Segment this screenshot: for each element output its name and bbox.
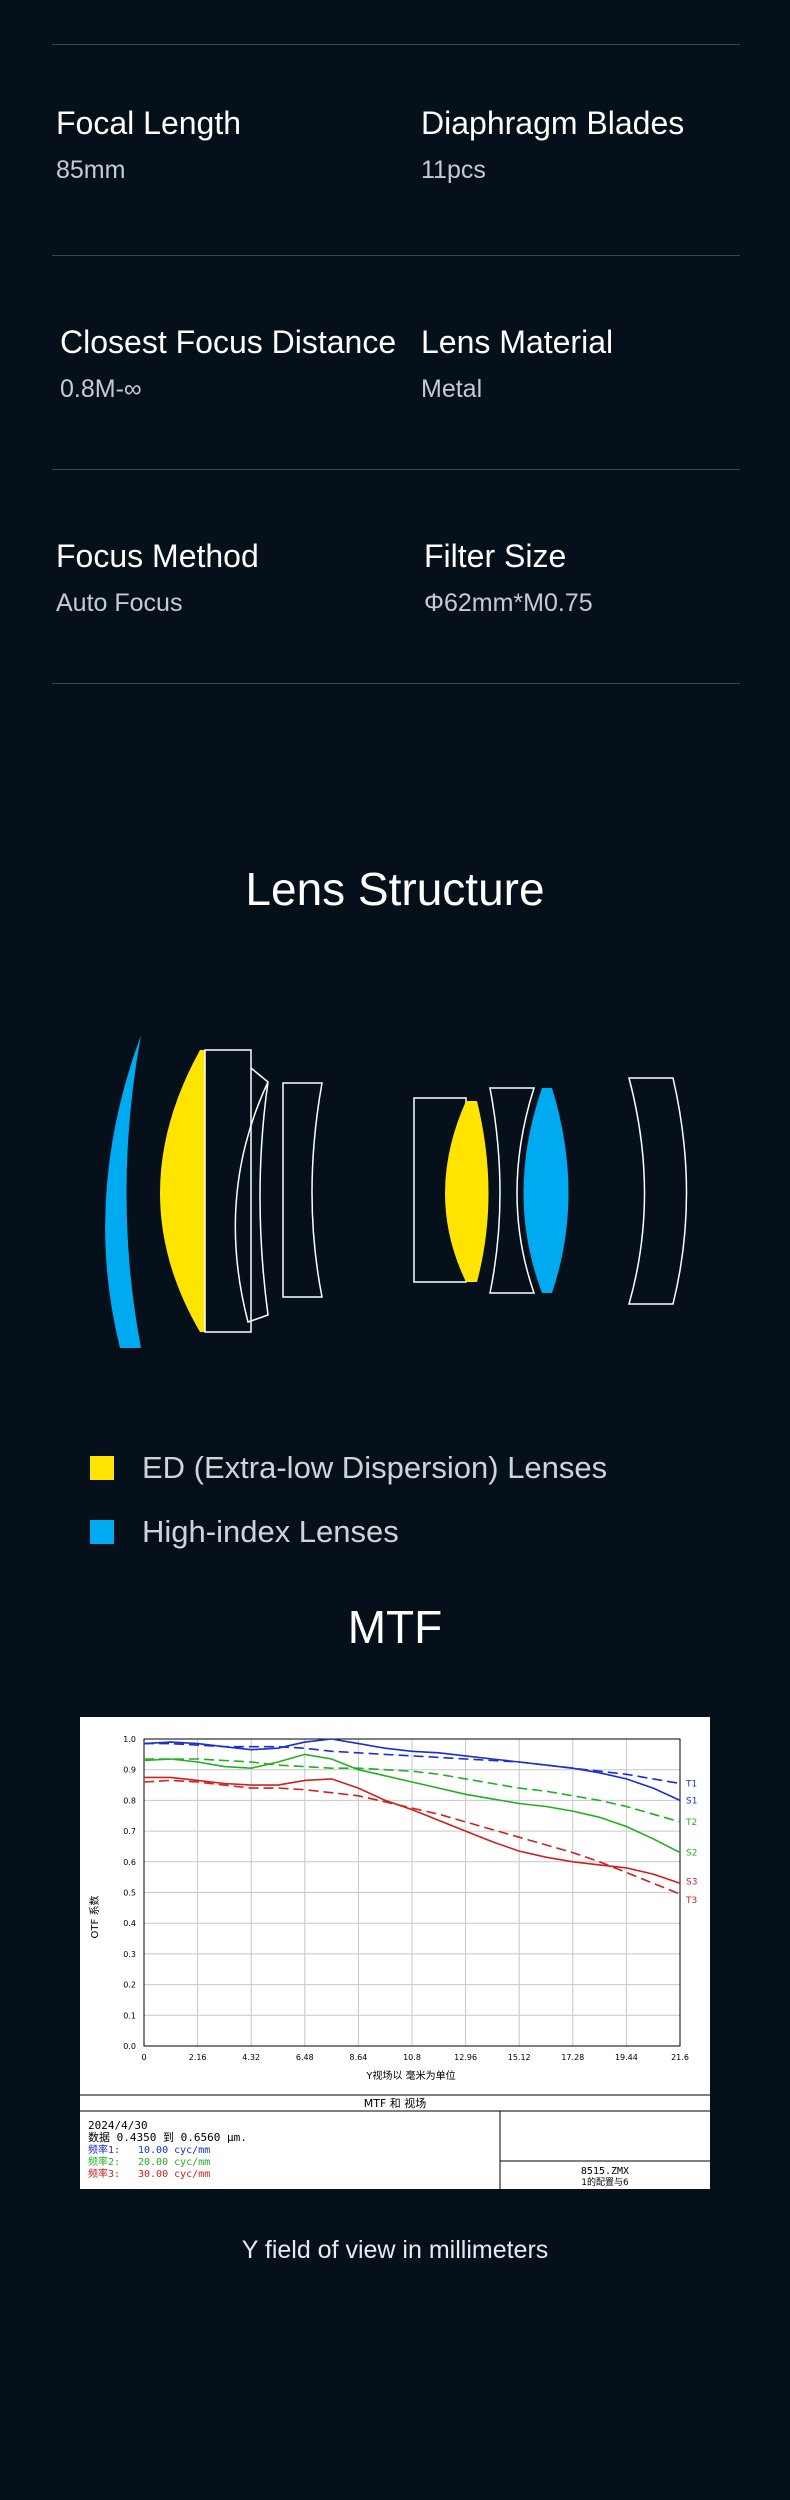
x-tick-label: 19.44 [615,2053,638,2062]
series-label-S1: S1 [686,1796,697,1806]
info-freq2-label: 频率2: [88,2155,120,2168]
info-freq2-value: 20.00 cyc/mm [138,2157,210,2168]
mtf-panel-title: MTF 和 视场 [364,2096,427,2110]
y-tick-label: 0.3 [123,1950,136,1959]
y-tick-label: 0.7 [123,1827,136,1836]
spec-focus-method: Focus Method Auto Focus [56,538,259,618]
x-tick-label: 4.32 [242,2053,260,2062]
spec-value: 0.8M-∞ [60,375,142,403]
spec-diaphragm-blades: Diaphragm Blades 11pcs [421,105,684,185]
spec-focal-length: Focal Length 85mm [56,105,241,185]
series-line-S2 [143,1753,681,1854]
spec-value: Φ62mm*M0.75 [424,589,593,617]
legend-ed: ED (Extra-low Dispersion) Lenses [90,1450,607,1486]
info-config: 1的配置与6 [581,2176,629,2188]
series-label-T2: T2 [685,1818,697,1828]
series-line-S3 [144,1776,681,1885]
spec-filter-size: Filter Size Φ62mm*M0.75 [424,538,593,618]
divider-3 [52,683,740,684]
lens-element-7-ed [445,1101,489,1282]
x-tick-label: 6.48 [296,2053,314,2062]
info-code: 8515.ZMX [581,2166,629,2177]
info-freq3-label: 频率3: [88,2167,120,2180]
y-tick-label: 1.0 [123,1735,136,1744]
lens-element-9-high-index [523,1088,569,1293]
legend-swatch-high-index [90,1520,114,1544]
lens-element-4 [234,1067,269,1323]
series-label-T3: T3 [685,1896,697,1906]
spec-name: Closest Focus Distance [60,324,397,360]
y-tick-label: 0.1 [123,2011,136,2020]
plot-frame [143,1738,681,2047]
info-freq1-label: 频率1: [88,2143,120,2156]
x-tick-label: 21.6 [671,2053,689,2062]
series-label-S2: S2 [686,1849,697,1859]
mtf-title: MTF [347,1601,443,1653]
spec-name: Focal Length [56,105,242,141]
y-axis-label: OTF 系数 [88,1896,101,1939]
divider-2 [52,469,740,470]
lens-element-8 [489,1087,536,1294]
info-date: 2024/4/30 [88,2119,148,2132]
legend-swatch-ed [90,1456,114,1480]
x-tick-label: 8.64 [349,2053,367,2062]
info-freq1-value: 10.00 cyc/mm [138,2145,210,2156]
legend-high-index: High-index Lenses [90,1514,399,1550]
lens-element-1-high-index [105,1035,141,1348]
mtf-caption: Y field of view in millimeters [241,2236,549,2264]
info-freq3-value: 30.00 cyc/mm [138,2169,210,2180]
y-tick-label: 0.6 [123,1858,136,1867]
x-tick-label: 15.12 [508,2053,531,2062]
spec-closest-focus: Closest Focus Distance 0.8M-∞ [60,324,396,404]
spec-name: Filter Size [424,538,567,574]
lens-element-2-ed [160,1050,205,1332]
y-tick-label: 0.8 [123,1796,136,1805]
x-axis-label: Y视场以 毫米为单位 [365,2069,455,2082]
spec-value: Metal [421,375,483,403]
divider-1 [52,255,740,256]
lens-structure-diagram [105,1035,688,1348]
series-line-S1 [143,1738,681,1802]
spec-name: Focus Method [56,538,259,574]
legend-label-high-index: High-index Lenses [142,1514,399,1549]
x-tick-label: 17.28 [561,2053,584,2062]
x-tick-label: 12.96 [454,2053,477,2062]
legend-label-ed: ED (Extra-low Dispersion) Lenses [142,1450,608,1485]
divider-top [52,44,740,45]
mtf-plot: 0 2.16 4.32 6.48 8.64 10.8 12.96 15.12 17.28 19.4… [80,1735,710,2189]
y-tick-label: 0.0 [123,2042,136,2051]
x-tick-label: 0 [141,2053,146,2062]
lens-structure-title: Lens Structure [245,863,545,915]
y-tick-label: 0.2 [123,1981,136,1990]
y-tick-label: 0.9 [123,1766,136,1775]
spec-value: 11pcs [421,156,486,184]
spec-lens-material: Lens Material Metal [421,324,613,404]
lens-element-3 [204,1049,252,1333]
series-label-T1: T1 [685,1780,697,1790]
lens-element-5 [282,1082,323,1298]
y-tick-label: 0.5 [123,1889,136,1898]
spec-name: Lens Material [421,324,614,360]
series-label-S3: S3 [686,1877,697,1887]
info-range: 数据 0.4350 到 0.6560 μm. [88,2130,247,2144]
spec-value: Auto Focus [56,589,183,617]
y-tick-label: 0.4 [123,1919,136,1928]
mtf-chart: 0 2.16 4.32 6.48 8.64 10.8 12.96 15.12 17.28 19.4… [80,1717,710,2189]
x-tick-label: 10.8 [403,2053,421,2062]
spec-value: 85mm [56,156,126,184]
lens-element-10 [628,1077,688,1305]
x-tick-label: 2.16 [189,2053,207,2062]
spec-name: Diaphragm Blades [421,105,685,141]
series-line-T3 [143,1779,681,1895]
